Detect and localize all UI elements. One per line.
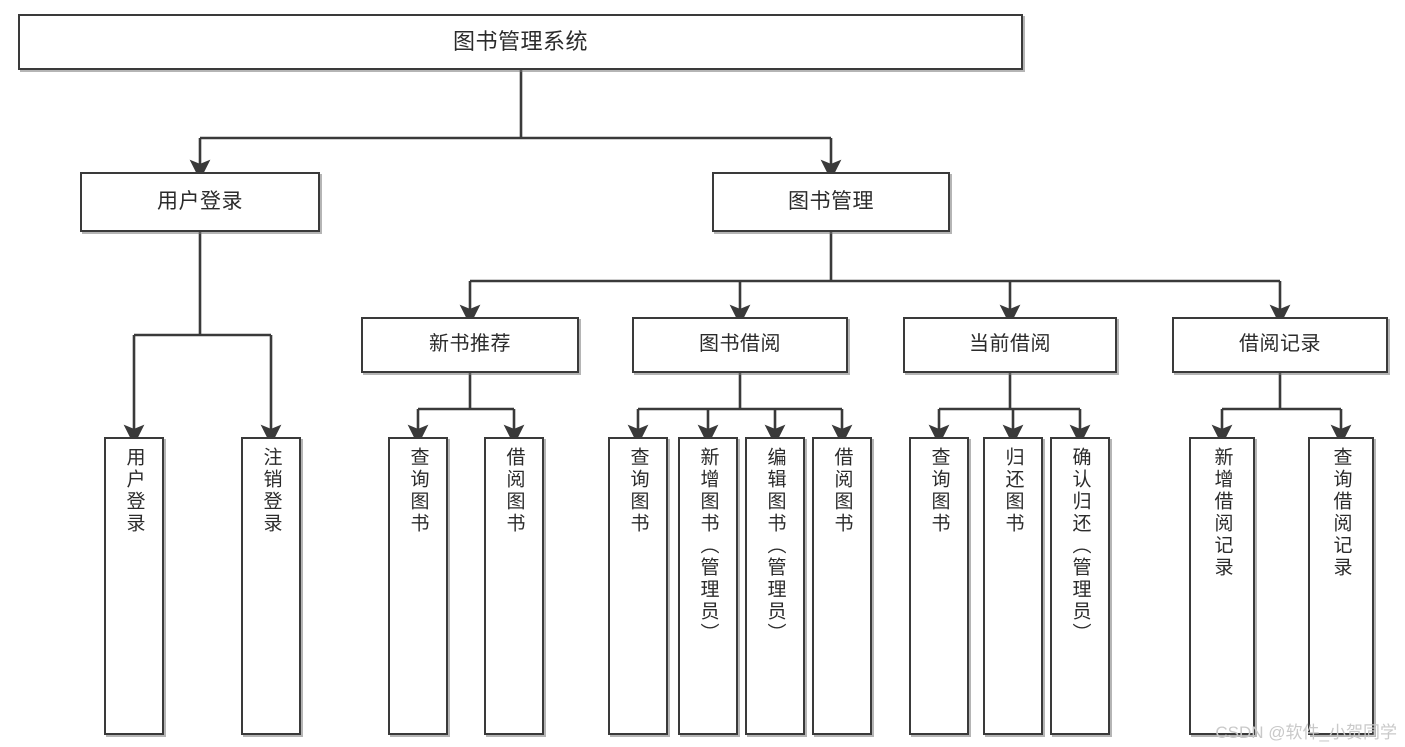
leaf-return-book-label: 归还图书 <box>1002 447 1024 535</box>
leaf-borrow-books-new[interactable]: 借阅图书 <box>484 437 544 735</box>
leaf-confirm-return-admin[interactable]: 确认归还（管理员） <box>1050 437 1110 735</box>
leaf-query-books-new[interactable]: 查询图书 <box>388 437 448 735</box>
leaf-query-books-borrow-label: 查询图书 <box>627 447 649 535</box>
leaf-return-book[interactable]: 归还图书 <box>983 437 1043 735</box>
leaf-borrow-book-label: 借阅图书 <box>831 447 853 535</box>
leaf-edit-book-admin-label: 编辑图书（管理员） <box>764 447 786 645</box>
leaf-query-borrow-record-label: 查询借阅记录 <box>1330 447 1352 579</box>
leaf-edit-book-admin[interactable]: 编辑图书（管理员） <box>745 437 805 735</box>
leaf-user-login[interactable]: 用户登录 <box>104 437 164 735</box>
node-current-borrow-label: 当前借阅 <box>969 333 1051 356</box>
leaf-query-books-new-label: 查询图书 <box>407 447 429 535</box>
watermark-text: CSDN @软件_小贺同学 <box>1215 723 1397 742</box>
leaf-query-books-current[interactable]: 查询图书 <box>909 437 969 735</box>
node-user-login-label: 用户登录 <box>157 189 243 213</box>
leaf-add-borrow-record[interactable]: 新增借阅记录 <box>1189 437 1255 735</box>
node-book-management-label: 图书管理 <box>788 189 874 213</box>
node-book-management[interactable]: 图书管理 <box>712 172 950 232</box>
node-borrow-records[interactable]: 借阅记录 <box>1172 317 1388 373</box>
leaf-borrow-books-new-label: 借阅图书 <box>503 447 525 535</box>
leaf-confirm-return-admin-label: 确认归还（管理员） <box>1069 447 1091 645</box>
node-borrow-records-label: 借阅记录 <box>1239 333 1321 356</box>
node-new-book-recommend[interactable]: 新书推荐 <box>361 317 579 373</box>
node-book-borrow[interactable]: 图书借阅 <box>632 317 848 373</box>
leaf-borrow-book[interactable]: 借阅图书 <box>812 437 872 735</box>
leaf-query-borrow-record[interactable]: 查询借阅记录 <box>1308 437 1374 735</box>
node-book-borrow-label: 图书借阅 <box>699 333 781 356</box>
leaf-query-books-borrow[interactable]: 查询图书 <box>608 437 668 735</box>
node-root-label: 图书管理系统 <box>452 29 588 55</box>
leaf-query-books-current-label: 查询图书 <box>928 447 950 535</box>
leaf-add-book-admin[interactable]: 新增图书（管理员） <box>678 437 738 735</box>
leaf-add-borrow-record-label: 新增借阅记录 <box>1211 447 1233 579</box>
node-new-book-recommend-label: 新书推荐 <box>429 333 511 356</box>
node-user-login[interactable]: 用户登录 <box>80 172 320 232</box>
node-current-borrow[interactable]: 当前借阅 <box>903 317 1117 373</box>
leaf-add-book-admin-label: 新增图书（管理员） <box>697 447 719 645</box>
node-root[interactable]: 图书管理系统 <box>18 14 1023 70</box>
leaf-logout-label: 注销登录 <box>260 447 282 535</box>
leaf-logout[interactable]: 注销登录 <box>241 437 301 735</box>
leaf-user-login-label: 用户登录 <box>123 447 145 535</box>
